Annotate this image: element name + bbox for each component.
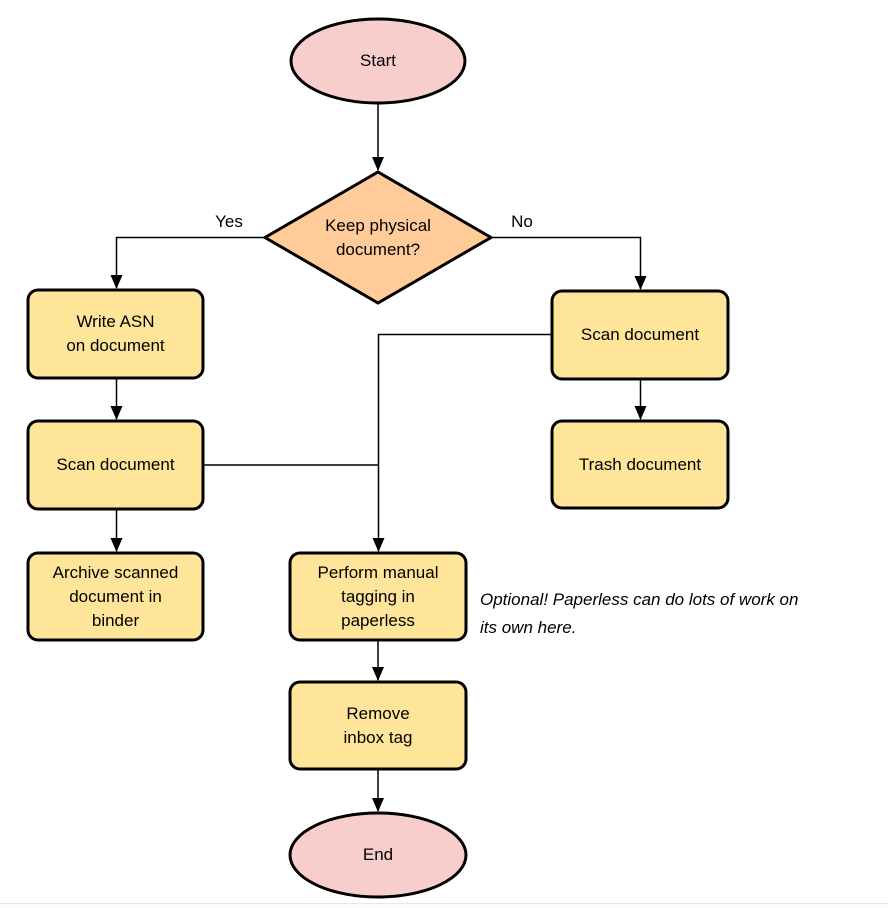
process-node-remove-inbox-tag — [288, 680, 468, 771]
node-label-scan-document-left: Scan document — [56, 455, 175, 474]
node-label-perform-manual-tagging: Perform manual tagging in paperless — [317, 562, 439, 630]
process-node-perform-manual-tagging — [288, 551, 468, 642]
edge-label-no: No — [511, 212, 533, 231]
node-label-archive-scanned-document: Archive scanned document in binder — [52, 562, 179, 630]
edge-decision-yes-to-write-asn — [110, 236, 265, 289]
start-node — [289, 17, 467, 105]
process-node-scan-document-left — [26, 419, 205, 511]
page-bottom-edge — [0, 903, 888, 908]
edge-label-yes: Yes — [215, 212, 243, 231]
node-label-write-asn: Write ASN on document — [66, 312, 165, 355]
edge-decision-no-to-scan-right — [491, 236, 647, 290]
process-node-archive-scanned-document — [26, 551, 205, 642]
node-label-start: Start — [360, 51, 396, 70]
process-node-write-asn — [26, 288, 205, 380]
end-node — [288, 811, 468, 899]
node-label-remove-inbox-tag: Remove inbox tag — [343, 703, 413, 747]
process-node-trash-document — [550, 419, 730, 510]
annotation-note: Optional! Paperless can do lots of work … — [480, 590, 799, 637]
node-label-end: End — [362, 845, 394, 864]
edge-scan-right-to-tagging — [372, 333, 552, 552]
decision-node-keep-physical-document — [262, 170, 494, 305]
node-label-trash-document: Trash document — [578, 454, 702, 474]
node-label-keep-physical-document: Keep physical document? — [325, 215, 431, 259]
process-node-scan-document-right — [550, 289, 730, 381]
node-label-scan-document-right: Scan document — [580, 325, 700, 344]
